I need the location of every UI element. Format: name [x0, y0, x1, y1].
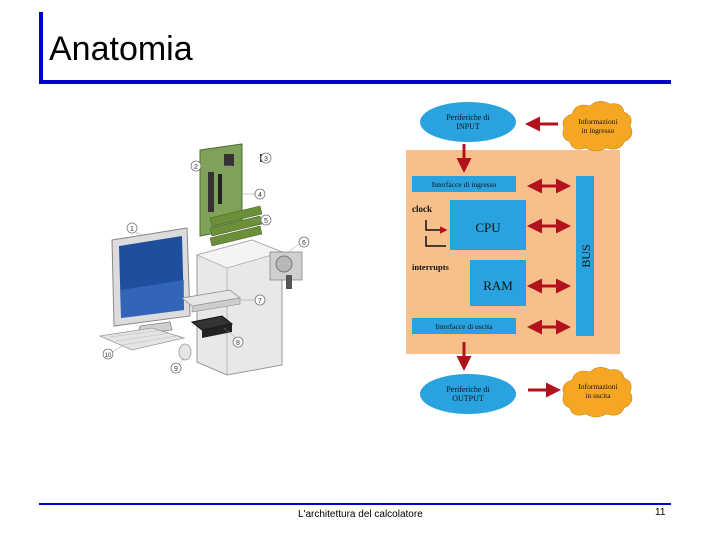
title-underline	[39, 80, 671, 84]
footer-divider	[39, 503, 671, 505]
computer-anatomy-illustration: 1 2 3 4 5 6 7 8 9 10	[98, 143, 310, 376]
output-info-label-2: in uscita	[585, 391, 611, 400]
callout-label: 1	[130, 226, 134, 233]
callout-label: 3	[264, 156, 268, 163]
slide-title: Anatomia	[49, 30, 193, 68]
output-info-cloud: Informazioni in uscita	[562, 367, 633, 418]
page-number: 11	[655, 507, 666, 518]
input-devices-label-1: Periferiche di	[446, 113, 490, 122]
callout-2: 2	[190, 160, 202, 172]
input-interface-box: Interfacce di ingresso	[412, 176, 516, 192]
callout-label: 7	[258, 298, 262, 305]
callout-label: 4	[258, 192, 262, 199]
interrupt-line	[425, 236, 446, 247]
callout-1: 1	[126, 222, 138, 234]
output-devices-label-1: Periferiche di	[446, 385, 490, 394]
callout-8: 8	[232, 336, 244, 348]
input-interface-label: Interfacce di ingresso	[432, 180, 497, 189]
footer-text: L'architettura del calcolatore	[298, 509, 423, 520]
input-info-label-1: Informazioni	[578, 117, 617, 126]
bus-label: BUS	[579, 244, 593, 267]
callout-10: 10	[102, 348, 114, 360]
bus-box: BUS	[576, 176, 594, 336]
callout-7: 7	[254, 294, 266, 306]
output-devices-node: Periferiche di OUTPUT	[420, 374, 516, 414]
ram-box: RAM	[470, 260, 526, 306]
callout-label: 8	[236, 340, 240, 347]
callout-4: 4	[254, 188, 266, 200]
output-info-label-1: Informazioni	[578, 382, 617, 391]
ram-label: RAM	[483, 278, 513, 293]
callout-6: 6	[298, 236, 310, 248]
architecture-diagram: Periferiche di INPUT Informazioni in ing…	[406, 101, 633, 418]
callout-5: 5	[260, 214, 272, 226]
callout-label: 5	[264, 218, 268, 225]
cpu-label: CPU	[475, 220, 501, 235]
input-devices-node: Periferiche di INPUT	[420, 102, 516, 142]
interrupts-label: interrupts	[412, 262, 450, 272]
callout-label: 9	[174, 366, 178, 373]
clock-label: clock	[412, 204, 432, 214]
input-info-cloud: Informazioni in ingresso	[562, 101, 633, 152]
callout-3: 3	[260, 152, 272, 164]
callout-label: 2	[194, 164, 198, 171]
callout-label: 6	[302, 240, 306, 247]
output-devices-label-2: OUTPUT	[452, 394, 484, 403]
callout-label: 10	[105, 353, 112, 359]
title-accent-bar	[39, 12, 43, 83]
cpu-box: CPU	[450, 200, 526, 250]
callout-9: 9	[170, 362, 182, 374]
clock-arrow	[425, 220, 448, 234]
input-devices-label-2: INPUT	[456, 122, 480, 131]
input-info-label-2: in ingresso	[582, 126, 615, 135]
output-interface-label: Interfacce di uscita	[435, 322, 493, 331]
output-interface-box: Interfacce di uscita	[412, 318, 516, 334]
